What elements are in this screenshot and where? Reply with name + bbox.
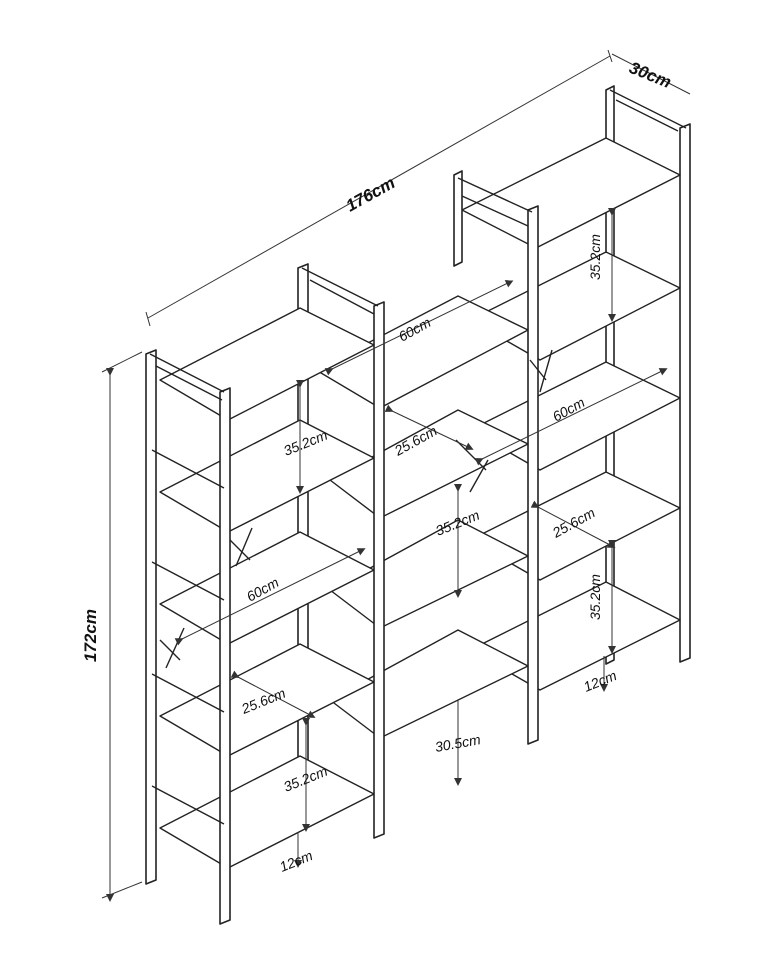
label-middle-clearance: 30.5cm <box>434 731 482 755</box>
label-left-clearance: 12cm <box>277 847 315 875</box>
label-right-clearance: 12cm <box>581 667 619 695</box>
label-height: 172cm <box>81 609 100 662</box>
label-right-spacing-bottom: 35.2cm <box>587 574 603 620</box>
label-overall-width: 176cm <box>343 173 399 215</box>
label-right-spacing-top: 35.2cm <box>587 234 603 280</box>
label-depth: 30cm <box>627 58 674 92</box>
dimension-lines <box>101 49 691 902</box>
